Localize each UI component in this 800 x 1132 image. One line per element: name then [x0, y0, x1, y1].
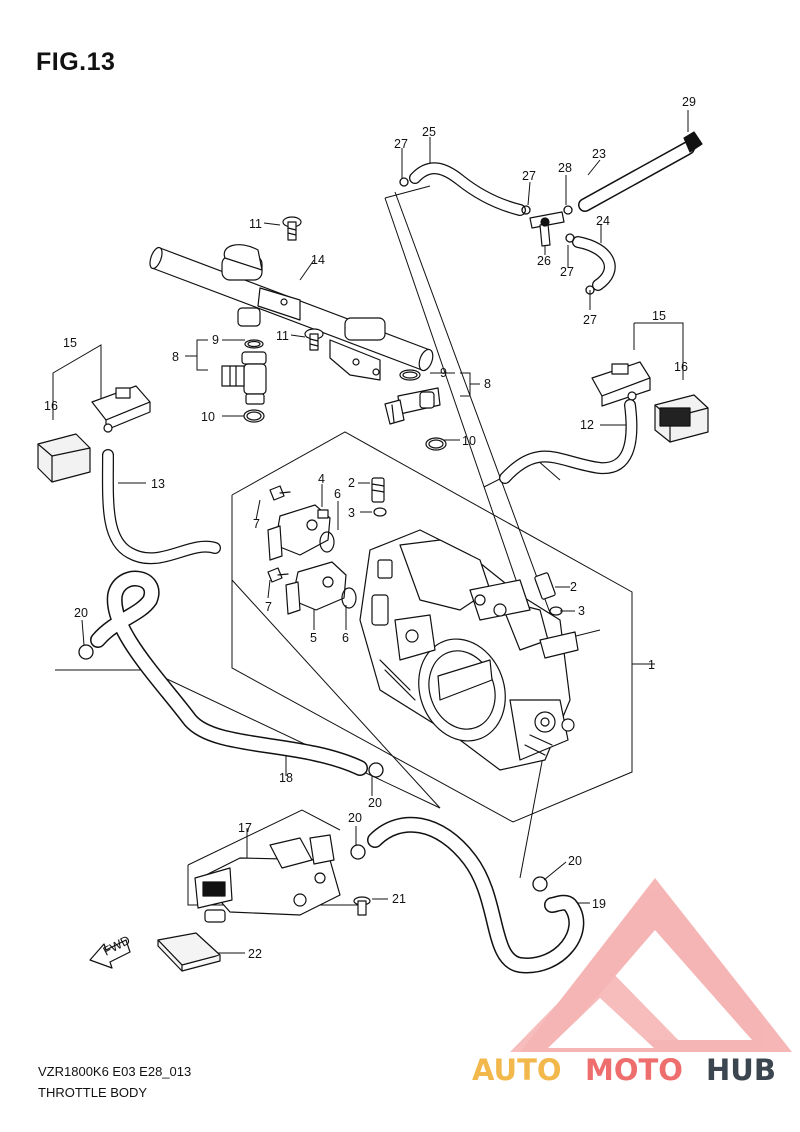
callout-26: 26 [537, 254, 551, 268]
callout-15b: 15 [652, 309, 666, 323]
callout-10a: 10 [201, 410, 215, 424]
sensor-5 [285, 561, 347, 615]
figure-title: FIG.13 [36, 48, 116, 76]
screws-7 [267, 485, 291, 583]
callout-11a: 11 [249, 217, 262, 231]
callout-6b: 6 [342, 631, 349, 645]
callout-13: 13 [151, 477, 165, 491]
callout-12: 12 [580, 418, 594, 432]
bolt-11-mid [304, 328, 324, 351]
callout-27c: 27 [560, 265, 574, 279]
fuel-delivery-pipe [149, 244, 434, 381]
callout-10b: 10 [462, 434, 476, 448]
section-name: THROTTLE BODY [38, 1085, 148, 1100]
callout-2a: 2 [348, 476, 355, 490]
callout-15a: 15 [63, 336, 77, 350]
sensor-cover-left [37, 433, 91, 483]
callout-8b: 8 [484, 377, 491, 391]
callout-4: 4 [318, 472, 325, 486]
throttle-body-assembly [359, 529, 579, 771]
fuel-injector-right [384, 369, 447, 451]
callout-16a: 16 [44, 399, 58, 413]
callout-3b: 3 [578, 604, 585, 618]
water-hose-18-inner [91, 572, 367, 775]
screws-2 [371, 477, 556, 600]
screw-21 [353, 896, 371, 916]
callout-1: 1 [648, 658, 655, 672]
callout-17: 17 [238, 821, 252, 835]
callout-29: 29 [682, 95, 696, 109]
breather-hose-23-inner [579, 142, 694, 211]
clips [78, 177, 595, 892]
callout-23: 23 [592, 147, 606, 161]
vacuum-hose-12-inner [500, 400, 637, 483]
breather-hose-25-inner [410, 163, 525, 215]
leader-lines [52, 110, 689, 954]
callout-27b: 27 [522, 169, 536, 183]
callout-14: 14 [311, 253, 325, 267]
watermark-text: AUTO MOTO HUB [472, 1053, 776, 1087]
watermark-text-moto: MOTO [585, 1053, 683, 1087]
callout-20c: 20 [348, 811, 362, 825]
idle-speed-control-valve-17 [194, 834, 341, 923]
callout-7b: 7 [265, 600, 272, 614]
callout-21: 21 [392, 892, 406, 906]
callout-5: 5 [310, 631, 317, 645]
sensor-cover-right [654, 394, 709, 443]
map-sensor-left [91, 385, 151, 433]
o-rings-3 [373, 507, 563, 616]
callout-3a: 3 [348, 506, 355, 520]
callout-19: 19 [592, 897, 606, 911]
callout-22: 22 [248, 947, 262, 961]
parts [37, 131, 709, 974]
callout-18: 18 [279, 771, 293, 785]
vacuum-hose-13-inner [103, 450, 220, 563]
model-code: VZR1800K6 E03 E28_013 [38, 1064, 192, 1079]
fuel-injector-left [221, 339, 267, 423]
callout-6a: 6 [334, 487, 341, 501]
callout-25: 25 [422, 125, 436, 139]
callout-11b: 11 [276, 329, 289, 343]
pad-22 [157, 932, 221, 972]
callout-20d: 20 [568, 854, 582, 868]
watermark-logo [510, 878, 792, 1052]
callout-27d: 27 [583, 313, 597, 327]
water-hose-19-inner [368, 818, 583, 972]
callout-7a: 7 [253, 517, 260, 531]
callout-20b: 20 [368, 796, 382, 810]
clamp-29 [683, 131, 703, 153]
o-rings-6 [319, 531, 357, 609]
watermark-text-hub: HUB [706, 1053, 776, 1087]
throttle-position-sensor-4 [267, 504, 331, 561]
callout-24: 24 [596, 214, 610, 228]
callout-9b: 9 [440, 366, 447, 380]
callout-2b: 2 [570, 580, 577, 594]
callout-labels: 1 2 2 3 3 4 5 6 6 7 7 8 8 9 9 10 10 11 1… [44, 95, 696, 961]
callout-20a: 20 [74, 606, 88, 620]
callout-9a: 9 [212, 333, 219, 347]
three-way-joint-26 [529, 211, 565, 247]
bolt-11-top [282, 216, 302, 241]
map-sensor-right [591, 361, 651, 407]
callout-27a: 27 [394, 137, 408, 151]
callout-28: 28 [558, 161, 572, 175]
callout-8a: 8 [172, 350, 179, 364]
fwd-arrow-icon [89, 939, 131, 969]
watermark-text-auto: AUTO [472, 1053, 562, 1087]
callout-16b: 16 [674, 360, 688, 374]
breather-hose-24-inner [573, 237, 615, 290]
